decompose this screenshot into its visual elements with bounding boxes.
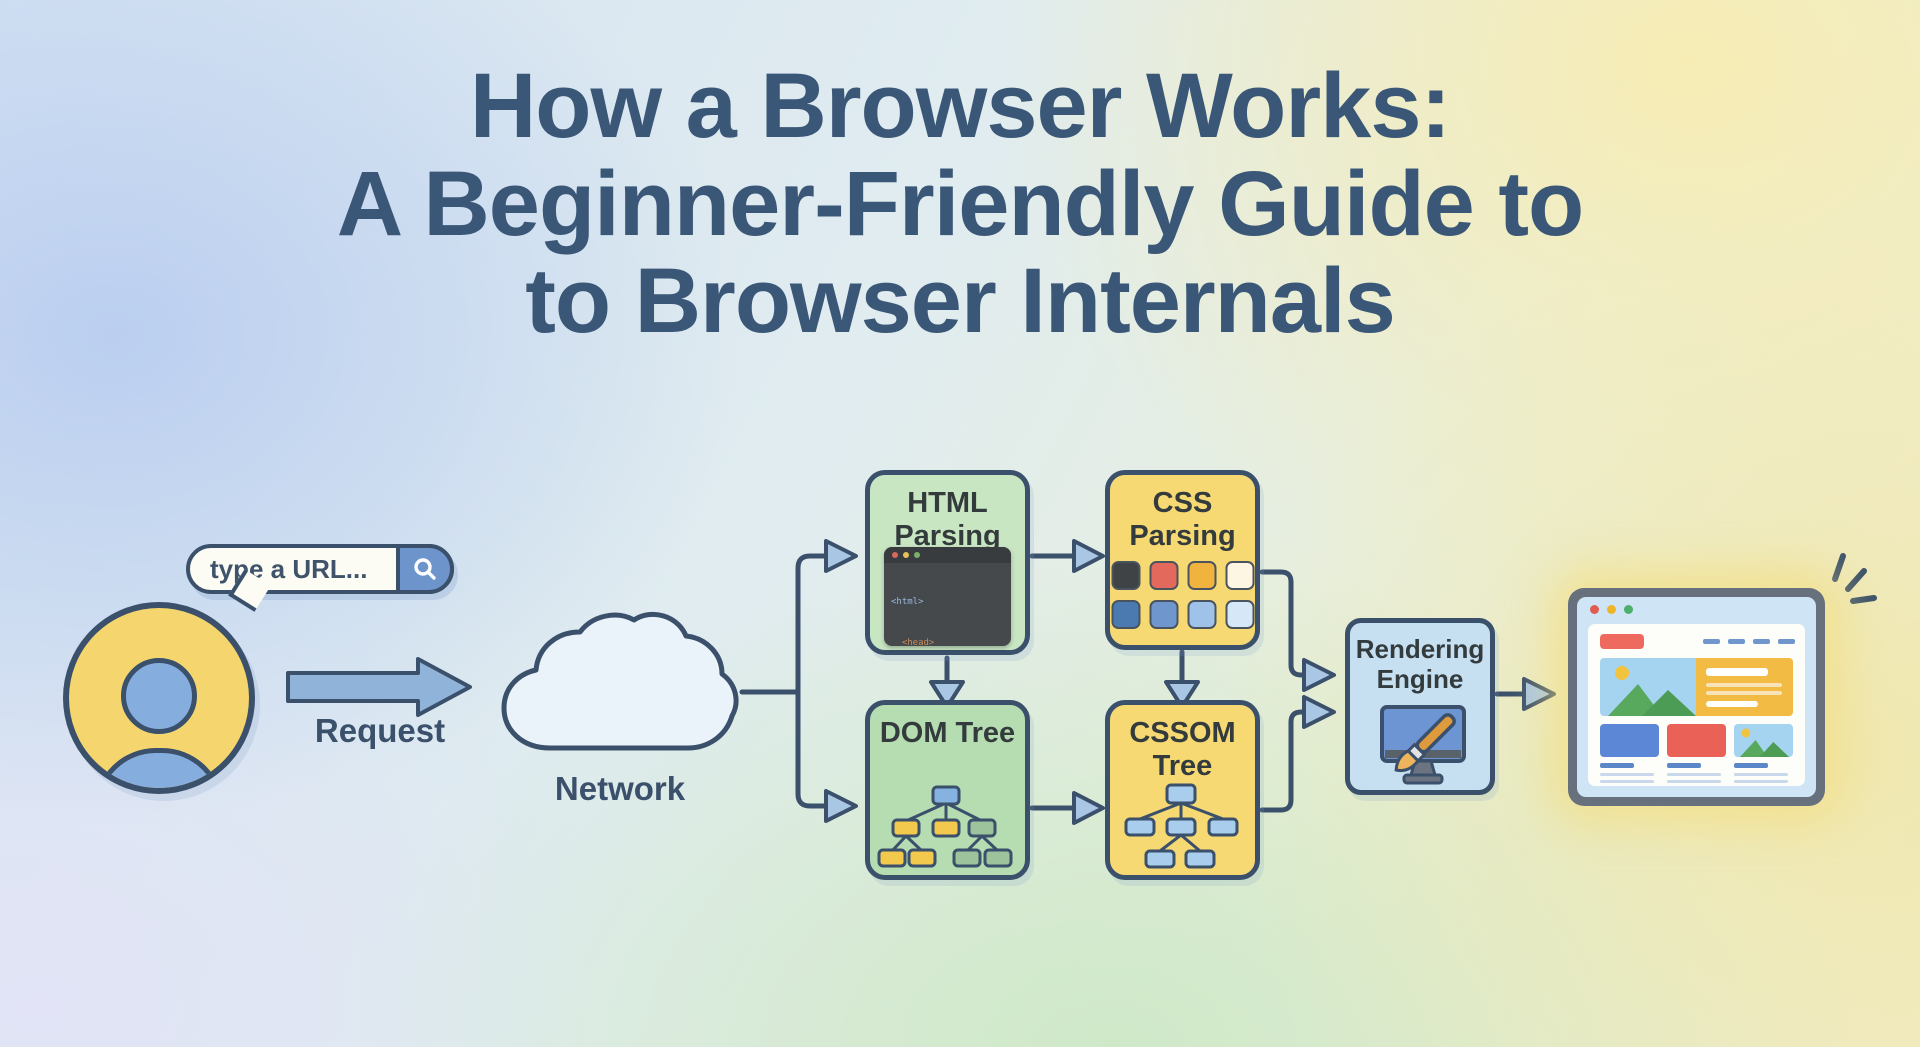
user-avatar <box>63 602 255 794</box>
mini-hero-section <box>1600 658 1793 716</box>
mini-column <box>1667 763 1726 786</box>
rendering-icon <box>1380 705 1466 785</box>
request-arrow <box>286 657 472 717</box>
palette-icon <box>1111 561 1254 629</box>
avatar-shoulders <box>94 748 224 788</box>
mini-hero-text-panel <box>1696 658 1793 716</box>
avatar-head <box>121 658 197 734</box>
mini-logo <box>1600 634 1644 649</box>
mini-text-bar <box>1600 780 1655 783</box>
mini-card-blue <box>1600 724 1659 757</box>
window-dot-red <box>892 552 898 558</box>
css-parsing-title: CSS Parsing <box>1129 487 1236 553</box>
color-swatch <box>1187 561 1216 590</box>
mini-nav-link <box>1728 639 1745 644</box>
mini-column <box>1600 763 1659 786</box>
html-parsing-node: HTML Parsing <html> <head> <div —— —— />… <box>865 470 1030 655</box>
mini-nav-link <box>1778 639 1795 644</box>
mini-button-bar <box>1706 701 1758 707</box>
color-swatch <box>1149 561 1178 590</box>
color-swatch <box>1187 600 1216 629</box>
mini-card-row <box>1600 724 1793 757</box>
code-window-controls <box>884 547 1011 563</box>
mini-text-columns <box>1600 763 1793 786</box>
html-parsing-title: HTML Parsing <box>894 487 1001 553</box>
browser-chrome <box>1577 597 1816 797</box>
mini-heading-bar <box>1734 763 1768 768</box>
paintbrush-icon <box>1394 713 1456 773</box>
mini-text-bar <box>1734 773 1789 776</box>
title-line-1: How a Browser Works: <box>469 55 1451 157</box>
mini-column <box>1734 763 1793 786</box>
mini-text-bar <box>1706 691 1782 695</box>
window-dot-yellow <box>903 552 909 558</box>
title-line-2: A Beginner-Friendly Guide to <box>336 152 1584 255</box>
cssom-tree-node: CSSOM Tree <box>1105 700 1260 880</box>
cssom-tree-icon <box>1124 783 1239 869</box>
mini-card-thumbnail <box>1734 724 1793 757</box>
code-editor-icon: <html> <head> <div —— —— /> <p ——— </p> … <box>884 547 1011 646</box>
dom-tree-icon <box>877 785 1013 868</box>
window-dot-green <box>914 552 920 558</box>
mini-nav-link <box>1703 639 1720 644</box>
rendered-page <box>1588 624 1805 786</box>
color-swatch <box>1111 561 1140 590</box>
color-swatch <box>1225 561 1254 590</box>
sparkle-icon <box>1832 553 1877 604</box>
mini-text-bar <box>1734 780 1789 783</box>
rendering-engine-title: Rendering Engine <box>1355 634 1485 694</box>
title-line-3: to Browser Internals <box>525 250 1396 353</box>
url-input-text[interactable]: type a URL... <box>210 554 368 584</box>
mini-heading-bar <box>1667 763 1701 768</box>
mini-card-red <box>1667 724 1726 757</box>
mini-nav-links <box>1703 639 1795 644</box>
request-label: Request <box>314 712 446 749</box>
mini-text-bar <box>1667 780 1722 783</box>
code-line: <html> <box>891 597 924 607</box>
dom-tree-node: DOM Tree <box>865 700 1030 880</box>
search-icon <box>414 558 436 580</box>
css-parsing-node: CSS Parsing <box>1105 470 1260 650</box>
code-line: <head> <box>891 637 935 647</box>
mini-nav-link <box>1753 639 1770 644</box>
mini-text-bar <box>1600 773 1655 776</box>
code-lines: <html> <head> <div —— —— /> <p ——— </p> … <box>884 563 1011 646</box>
mini-hero-image <box>1600 658 1696 716</box>
dom-tree-title: DOM Tree <box>879 717 1016 749</box>
mini-heading-bar <box>1706 668 1768 676</box>
mini-text-bar <box>1706 683 1782 687</box>
window-dot-yellow <box>1607 605 1616 614</box>
network-label: Network <box>554 770 686 807</box>
color-swatch <box>1111 600 1140 629</box>
page-title: How a Browser Works: A Beginner-Friendly… <box>0 55 1920 353</box>
result-browser-window <box>1568 588 1825 806</box>
cssom-tree-title: CSSOM Tree <box>1129 717 1236 783</box>
search-button[interactable] <box>396 544 454 594</box>
color-swatch <box>1225 600 1254 629</box>
browser-window-controls <box>1590 605 1633 614</box>
network-cloud-icon <box>501 611 739 751</box>
rendering-engine-node: Rendering Engine <box>1345 618 1495 795</box>
mini-heading-bar <box>1600 763 1634 768</box>
mini-card-image <box>1734 724 1793 757</box>
window-dot-green <box>1624 605 1633 614</box>
url-bar-bubble: type a URL... <box>186 544 454 594</box>
window-dot-red <box>1590 605 1599 614</box>
color-swatch <box>1149 600 1178 629</box>
mini-text-bar <box>1667 773 1722 776</box>
